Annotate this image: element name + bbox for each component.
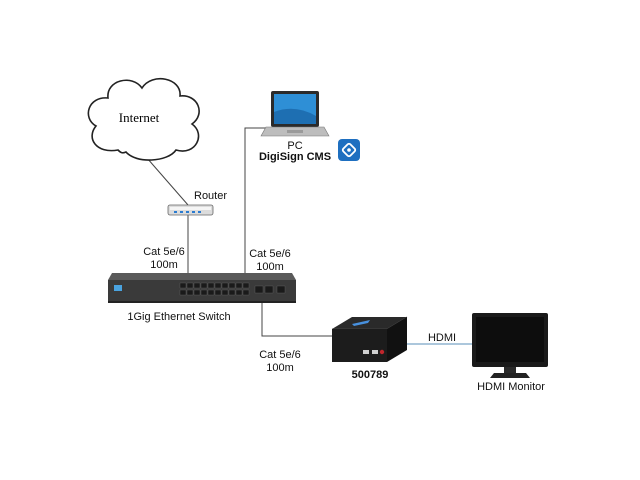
cable-switch-player	[261, 300, 332, 337]
hdmi-label: HDMI	[427, 332, 457, 344]
internet-label: Internet	[118, 110, 160, 125]
cms-label: DigiSign CMS	[258, 151, 332, 163]
cable-pc-label-type: Cat 5e/6	[249, 248, 291, 260]
cloud-icon	[87, 78, 200, 161]
cable-player-label-length: 100m	[266, 362, 294, 374]
player-label: 500789	[351, 369, 389, 381]
router-label: Router	[194, 190, 228, 202]
monitor-icon	[472, 313, 548, 378]
monitor-label: HDMI Monitor	[477, 381, 545, 393]
media-player-icon	[332, 316, 408, 362]
cms-app-icon	[338, 139, 360, 161]
cable-router-label-type: Cat 5e/6	[143, 246, 185, 258]
router-icon	[167, 204, 214, 216]
cable-router-label-length: 100m	[150, 259, 178, 271]
network-switch-icon	[108, 273, 296, 303]
switch-label: 1Gig Ethernet Switch	[127, 311, 231, 323]
cable-pc-label-length: 100m	[256, 261, 284, 273]
laptop-icon	[260, 91, 330, 137]
pc-label: PC	[287, 140, 303, 152]
cable-player-label-type: Cat 5e/6	[259, 349, 301, 361]
